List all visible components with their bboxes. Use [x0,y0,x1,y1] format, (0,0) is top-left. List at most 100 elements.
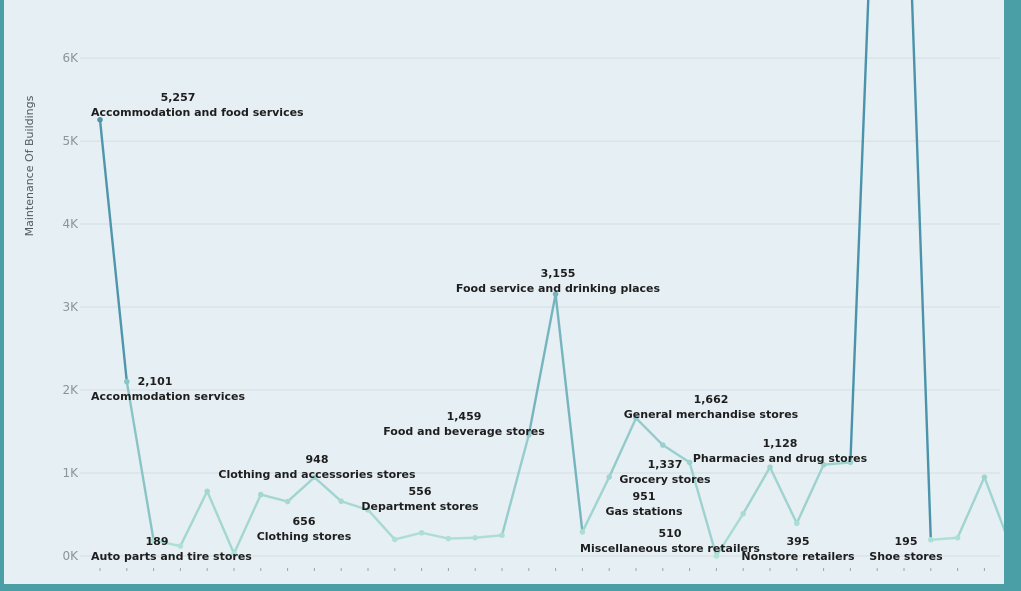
line-segment [500,433,530,537]
y-tick-label: 1K [62,466,79,480]
line-segment [447,536,477,540]
line-segment [152,539,182,548]
data-category-label: Food and beverage stores [383,425,545,438]
data-value-label: 948 [306,453,329,466]
line-segment [340,500,370,512]
x-axis [99,568,985,571]
line-segment [179,490,209,548]
data-point [472,534,479,541]
data-value-label: 189 [146,535,169,548]
data-value-label: 1,337 [648,458,683,471]
line-segment [474,534,504,539]
data-category-label: Grocery stores [619,473,711,486]
data-point [284,498,291,505]
line-segment [956,475,986,539]
y-tick-label: 6K [62,51,79,65]
data-point [552,291,559,297]
y-tick-label: 3K [62,300,79,314]
data-point [820,461,827,468]
line-segment [366,508,396,541]
data-category-label: Accommodation services [91,390,245,403]
y-tick: 1K [62,466,79,480]
y-tick: 3K [62,300,79,314]
series-points [97,116,988,559]
data-point [794,520,800,527]
data-point [445,535,452,542]
y-tick: 4K [62,217,79,231]
data-category-label: Department stores [361,500,479,513]
data-point [633,415,639,421]
data-point [392,536,398,543]
data-value-label: 195 [895,535,918,548]
data-point [928,537,934,543]
data-point [767,464,773,471]
data-point [499,532,505,539]
line-segment [420,531,450,540]
line-segment [910,0,932,542]
line-segment [98,118,129,383]
data-value-label: 656 [293,515,316,528]
data-value-label: 1,662 [694,393,729,406]
y-tick-label: 0K [62,549,79,563]
data-category-label: Food service and drinking places [456,282,661,295]
line-segment [661,443,691,464]
y-tick-label: 4K [62,217,79,231]
series-line [98,0,1004,558]
data-category-label: Auto parts and tire stores [91,550,252,563]
y-axis-title: Maintenance Of Buildings [23,95,36,236]
data-point [686,459,693,466]
data-category-label: Clothing stores [257,530,352,543]
y-tick-label: 5K [62,134,79,148]
line-segment [742,466,772,515]
data-category-label: Gas stations [605,505,682,518]
data-point [311,474,318,481]
data-point [150,537,157,544]
data-point [954,534,961,541]
data-value-label: 2,101 [138,375,173,388]
gridlines [80,57,1000,557]
line-segment [554,292,584,534]
line-segment [259,493,289,503]
y-tick: 5K [62,134,79,148]
data-value-label: 1,459 [447,410,482,423]
line-segment [393,531,423,541]
line-segment [313,476,343,503]
y-tick: 6K [62,51,79,65]
line-segment [527,292,557,437]
data-point [713,553,720,559]
data-point [258,491,264,498]
data-value-label: 951 [633,490,656,503]
line-segment [715,512,745,558]
line-segment [634,416,664,447]
data-point [418,529,425,536]
data-category-label: Shoe stores [869,550,943,563]
data-point [606,474,612,480]
line-segment [125,380,155,542]
y-tick: 2K [62,383,79,397]
data-category-label: Nonstore retailers [741,550,855,563]
data-point [579,529,586,535]
data-point [526,432,532,438]
data-point [124,378,130,385]
data-value-label: 1,128 [763,437,798,450]
data-value-label: 510 [659,527,682,540]
data-point [231,550,237,557]
line-segment [232,493,262,555]
data-category-label: Pharmacies and drug stores [693,452,868,465]
data-point [177,543,184,549]
line-segment [929,536,959,542]
line-segment [983,475,1004,533]
data-point [97,116,103,123]
y-tick: 0K [62,549,79,563]
data-value-label: 395 [787,535,810,548]
data-point [981,474,988,480]
data-point [740,510,746,517]
data-value-label: 3,155 [541,267,576,280]
line-segment [581,475,611,534]
line-segment [688,461,718,558]
data-category-label: Clothing and accessories stores [218,468,416,481]
line-segment [205,490,236,555]
data-category-label: General merchandise stores [624,408,799,421]
